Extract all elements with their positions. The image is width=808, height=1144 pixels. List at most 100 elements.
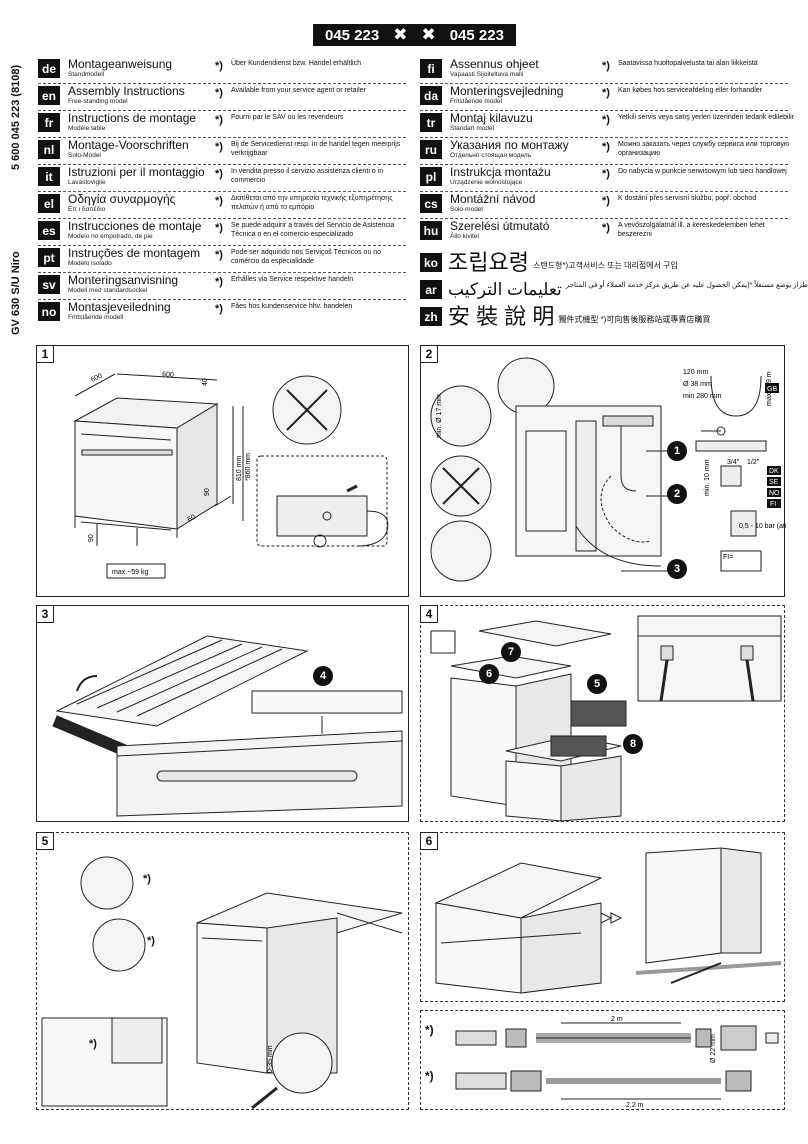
- instruction-title: Monteringsanvisning: [68, 273, 179, 287]
- panel-number: 5: [36, 832, 54, 850]
- row-separator: [420, 191, 788, 192]
- height-alt-label: *860 mm: [245, 453, 252, 481]
- model-subtitle: Fritstående model: [450, 98, 503, 105]
- footnote-marker: *): [215, 303, 223, 315]
- cross-icon: ✖: [421, 25, 436, 44]
- panel-hose-accessories: 2 m 2,2 m Ø 22 mm *) *): [420, 1010, 785, 1110]
- instruction-title: Указания по монтажу: [450, 138, 569, 152]
- footnote-marker: *): [602, 222, 610, 234]
- hose-length-label: 2 m: [611, 1016, 623, 1023]
- footnote-marker: *): [425, 1069, 434, 1083]
- pipe-diameter-label: Ø 38 mm: [683, 381, 712, 388]
- row-separator: [38, 191, 406, 192]
- language-code-badge: da: [420, 86, 442, 105]
- water-connection-illustration: min. Ø 17 mm 120 mm Ø 38 mm min 280 mm m…: [430, 357, 786, 582]
- row-separator: [38, 83, 406, 84]
- row-separator: [38, 110, 406, 111]
- step-marker: 2: [667, 484, 687, 504]
- language-code-badge: cs: [420, 194, 442, 213]
- control-panel-label-illustration: [52, 635, 403, 817]
- footnote-marker: *): [147, 935, 155, 947]
- availability-note: Do nabycia w punkcie serwisowym lub siec…: [618, 168, 787, 175]
- model-subtitle: Urządzenie wolnostojące: [450, 179, 523, 186]
- hose-diameter-label: Ø 22 mm: [710, 1034, 717, 1063]
- panel-number: 2: [420, 345, 438, 363]
- panel-1-dimensions: 1 600 600 40 810 mm *860 mm 90 60 90 max…: [36, 345, 409, 597]
- language-code-badge: pl: [420, 167, 442, 186]
- instruction-title: Montasjeveiledning: [68, 300, 171, 314]
- language-code-badge: sv: [38, 275, 60, 294]
- row-separator: [38, 299, 406, 300]
- min-diameter-label: min. Ø 17 mm: [436, 394, 443, 438]
- base-label: 90: [88, 534, 95, 542]
- footnote-marker: *): [215, 222, 223, 234]
- availability-note: Kan købes hos serviceafdeling eller forh…: [618, 87, 762, 94]
- model-subtitle: Frittstående modell: [68, 314, 124, 321]
- language-code-badge: pt: [38, 248, 60, 267]
- min-length-label: min. 10 mm: [704, 459, 711, 496]
- instruction-title: Istruzioni per il montaggio: [68, 165, 205, 179]
- row-separator: [420, 110, 788, 111]
- distance-label: 120 mm: [683, 369, 708, 376]
- language-code-badge: fi: [420, 59, 442, 78]
- top-label: 40: [202, 378, 209, 386]
- step-marker: 6: [479, 664, 499, 684]
- footnote-marker: *): [602, 195, 610, 207]
- footnote-marker: *): [602, 60, 610, 72]
- availability-note: K dostání přes servisní službu, popř. ob…: [618, 195, 757, 202]
- availability-note: Fåes hos kundenservice hhv. handelen: [231, 303, 353, 310]
- footnote-marker: *): [89, 1038, 97, 1050]
- footnote-marker: *): [215, 168, 223, 180]
- row-separator: [38, 245, 406, 246]
- levelling-illustration: 0-35 mm: [41, 856, 403, 1110]
- language-code-badge: it: [38, 167, 60, 186]
- instruction-title: Monteringsvejledning: [450, 84, 564, 98]
- footnote-marker: *): [215, 141, 223, 153]
- step-marker: 5: [587, 674, 607, 694]
- side-label: 90: [204, 488, 211, 496]
- availability-note: Pode ser adquirido nos Serviçoŝ Técnicos…: [231, 249, 382, 265]
- instruction-title: Instructions de montage: [68, 111, 197, 125]
- model-subtitle: Vapaasti Sijoiteltava malli: [450, 71, 524, 78]
- instruction-title: Assennus ohjeet: [450, 57, 539, 71]
- language-code-badge: zh: [420, 307, 442, 326]
- instruction-title: Instrucciones de montaje: [68, 219, 202, 233]
- language-code-badge: en: [38, 86, 60, 105]
- width-label: 600: [162, 371, 174, 379]
- thread-label: 1/2": [747, 459, 760, 466]
- country-badge: DK: [769, 468, 779, 475]
- availability-note: 스탠드형*)고객서비스 또는 대리점에서 구입: [532, 261, 678, 270]
- footnote-marker: *): [215, 114, 223, 126]
- weight-label: max.~59 kg: [112, 569, 148, 576]
- availability-note: Fourni par le SAV ou les revendeurs: [231, 114, 344, 121]
- row-separator: [420, 83, 788, 84]
- availability-note: Yetkili servis veya satış yerleri üzerin…: [618, 114, 794, 121]
- panel-5-levelling: 5 0-35 mm *) *) *): [36, 832, 409, 1110]
